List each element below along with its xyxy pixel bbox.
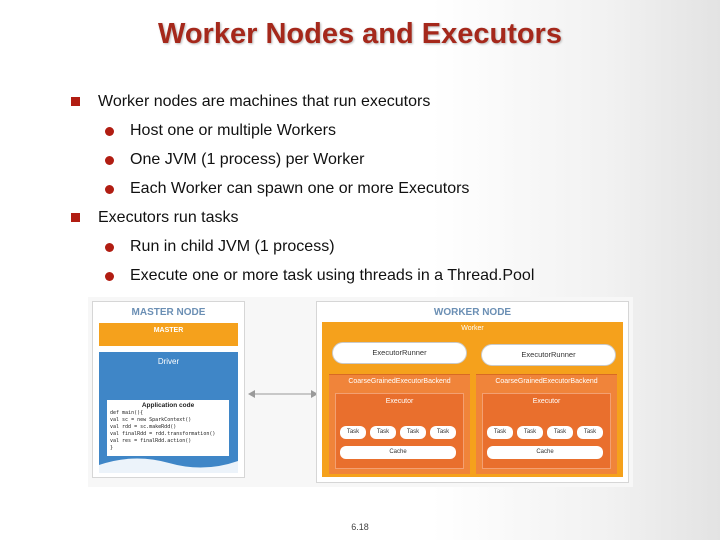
worker-node: WORKER NODE Worker ExecutorRunner Execut…	[316, 301, 629, 483]
code-line: val sc = new SparkContext()	[110, 417, 192, 423]
round-bullet-icon	[105, 185, 114, 194]
sub-bullet-item: Execute one or more task using threads i…	[70, 266, 690, 286]
square-bullet-icon	[71, 213, 80, 222]
task-pill: Task	[430, 426, 456, 439]
backend-label: CoarseGrainedExecutorBackend	[495, 378, 598, 385]
square-bullet-icon	[71, 97, 80, 106]
master-node: MASTER NODE MASTER Driver Application co…	[92, 301, 245, 478]
executor-backend: CoarseGrainedExecutorBackend Executor	[476, 374, 617, 474]
sub-bullet-item: Run in child JVM (1 process)	[70, 237, 690, 257]
sub-bullet-text: Host one or multiple Workers	[130, 122, 336, 139]
task-pill: Task	[400, 426, 426, 439]
cache-label: Cache	[389, 449, 407, 455]
driver-box: Driver Application code def main(){ val …	[99, 352, 238, 473]
worker-node-header: WORKER NODE	[433, 307, 512, 318]
bullet-text: Worker nodes are machines that run execu…	[98, 93, 431, 110]
task-label: Task	[406, 429, 420, 435]
bullet-list: Worker nodes are machines that run execu…	[70, 92, 690, 295]
task-pill: Task	[487, 426, 513, 439]
driver-label: Driver	[157, 357, 180, 366]
wave-decoration	[99, 458, 238, 473]
task-label: Task	[436, 429, 450, 435]
task-pill: Task	[547, 426, 573, 439]
executor-label: Executor	[532, 398, 561, 405]
master-label: MASTER	[153, 327, 184, 334]
slide-title: Worker Nodes and Executors	[158, 18, 562, 50]
sub-bullet-item: Host one or multiple Workers	[70, 121, 690, 141]
executor-backend: CoarseGrainedExecutorBackend Executor	[329, 374, 470, 474]
sub-bullet-item: One JVM (1 process) per Worker	[70, 150, 690, 170]
code-line: val res = finalRdd.action()	[110, 438, 192, 444]
cache-pill: Cache	[487, 446, 603, 459]
task-label: Task	[523, 429, 537, 435]
round-bullet-icon	[105, 127, 114, 136]
cache-label: Cache	[536, 449, 554, 455]
master-node-header: MASTER NODE	[131, 307, 206, 318]
code-line: val finalRdd = rdd.transformation()	[110, 431, 216, 437]
executor-runner-pill: ExecutorRunner	[332, 342, 467, 364]
executor-runner-pill: ExecutorRunner	[481, 344, 616, 366]
executor-label: Executor	[385, 398, 414, 405]
page-number: 6.18	[351, 522, 369, 532]
master-bar: MASTER	[99, 323, 238, 346]
executor-runner-label: ExecutorRunner	[372, 348, 427, 357]
round-bullet-icon	[105, 272, 114, 281]
code-line: }	[110, 445, 114, 451]
cache-pill: Cache	[340, 446, 456, 459]
task-label: Task	[583, 429, 597, 435]
task-pill: Task	[577, 426, 603, 439]
bullet-item: Worker nodes are machines that run execu…	[70, 92, 690, 112]
worker-box: Worker ExecutorRunner ExecutorRunner Coa…	[322, 322, 623, 477]
executor-runner-label: ExecutorRunner	[521, 350, 576, 359]
backend-label: CoarseGrainedExecutorBackend	[348, 378, 451, 385]
task-label: Task	[346, 429, 360, 435]
code-line: def main(){	[110, 410, 144, 416]
application-code-title: Application code	[141, 402, 195, 409]
round-bullet-icon	[105, 243, 114, 252]
bidirectional-arrow-icon	[248, 390, 318, 398]
worker-label: Worker	[461, 325, 484, 332]
task-pill: Task	[340, 426, 366, 439]
sub-bullet-text: Run in child JVM (1 process)	[130, 238, 335, 255]
code-line: val rdd = sc.makeRdd()	[110, 424, 177, 430]
sub-bullet-item: Each Worker can spawn one or more Execut…	[70, 179, 690, 199]
application-code-box: Application code def main(){ val sc = ne…	[107, 400, 229, 456]
task-pill: Task	[517, 426, 543, 439]
sub-bullet-text: Each Worker can spawn one or more Execut…	[130, 180, 470, 197]
sub-bullet-text: One JVM (1 process) per Worker	[130, 151, 365, 168]
task-label: Task	[376, 429, 390, 435]
task-pill: Task	[370, 426, 396, 439]
round-bullet-icon	[105, 156, 114, 165]
task-label: Task	[493, 429, 507, 435]
bullet-item: Executors run tasks	[70, 208, 690, 228]
task-label: Task	[553, 429, 567, 435]
spark-architecture-diagram: MASTER NODE MASTER Driver Application co…	[88, 297, 633, 487]
bullet-text: Executors run tasks	[98, 209, 239, 226]
sub-bullet-text: Execute one or more task using threads i…	[130, 267, 535, 284]
